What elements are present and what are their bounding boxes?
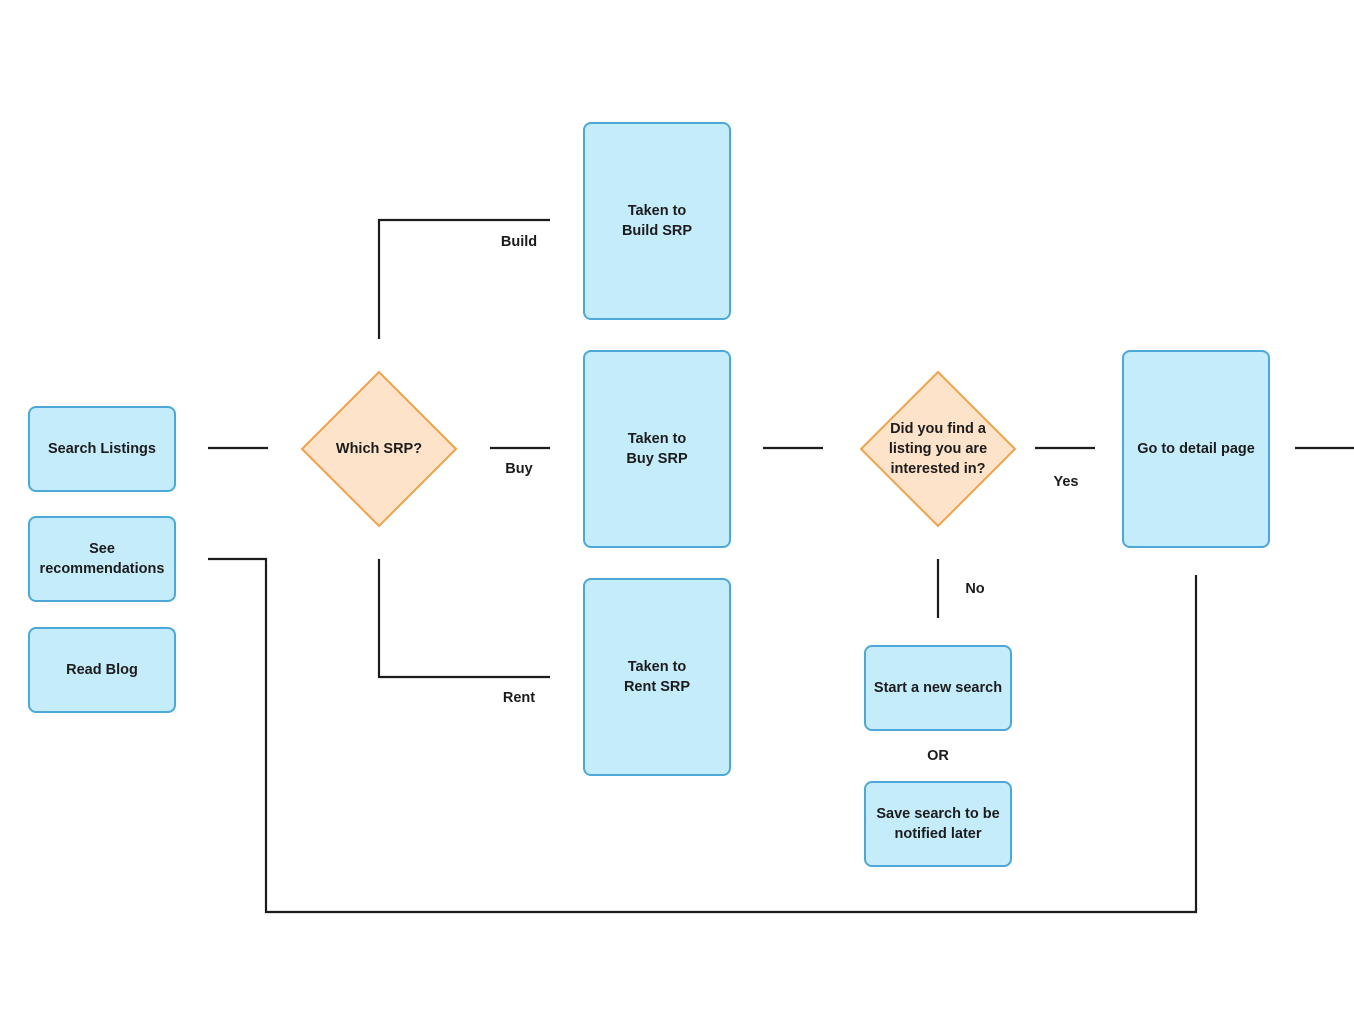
new-search-box: Start a new search xyxy=(864,645,1012,731)
decision-did-you-find: Did you find a listing you are intereste… xyxy=(868,412,1008,486)
build-srp-label: Taken to Build SRP xyxy=(621,203,693,239)
search-listings-label: Search Listings xyxy=(48,441,156,457)
decision-which-srp: Which SRP? xyxy=(318,420,440,478)
see-recommendations-label: See recommendations xyxy=(39,541,165,577)
new-search-label: Start a new search xyxy=(873,680,1003,696)
search-listings-box: Search Listings xyxy=(28,406,176,492)
save-search-label: Save search to be notified later xyxy=(876,806,1000,842)
buy-srp-label: Taken to Buy SRP xyxy=(626,431,688,467)
connector-srp-to-rent xyxy=(377,559,550,679)
rent-srp-box: Taken to Rent SRP xyxy=(583,578,731,776)
edge-label-buy: Buy xyxy=(505,461,533,477)
detail-page-box: Go to detail page xyxy=(1122,350,1270,548)
edge-label-no: No xyxy=(965,581,985,597)
read-blog-label: Read Blog xyxy=(66,662,138,678)
save-search-box: Save search to be notified later xyxy=(864,781,1012,867)
edge-label-or: OR xyxy=(927,748,949,764)
connector-recommendations-to-detail xyxy=(208,557,1198,914)
edge-label-build: Build xyxy=(500,234,538,250)
see-recommendations-box: See recommendations xyxy=(28,516,176,602)
rent-srp-label: Taken to Rent SRP xyxy=(623,659,691,695)
which-srp-label: Which SRP? xyxy=(335,441,423,457)
connector-srp-to-build xyxy=(377,218,550,339)
edge-label-yes: Yes xyxy=(1053,474,1079,490)
decision-which-srp-shape xyxy=(300,370,458,528)
detail-page-label: Go to detail page xyxy=(1137,441,1255,457)
read-blog-box: Read Blog xyxy=(28,627,176,713)
did-you-find-label: Did you find a listing you are intereste… xyxy=(888,421,988,477)
edge-label-rent: Rent xyxy=(502,690,536,706)
build-srp-box: Taken to Build SRP xyxy=(583,122,731,320)
buy-srp-box: Taken to Buy SRP xyxy=(583,350,731,548)
decision-did-you-find-shape xyxy=(859,370,1017,528)
